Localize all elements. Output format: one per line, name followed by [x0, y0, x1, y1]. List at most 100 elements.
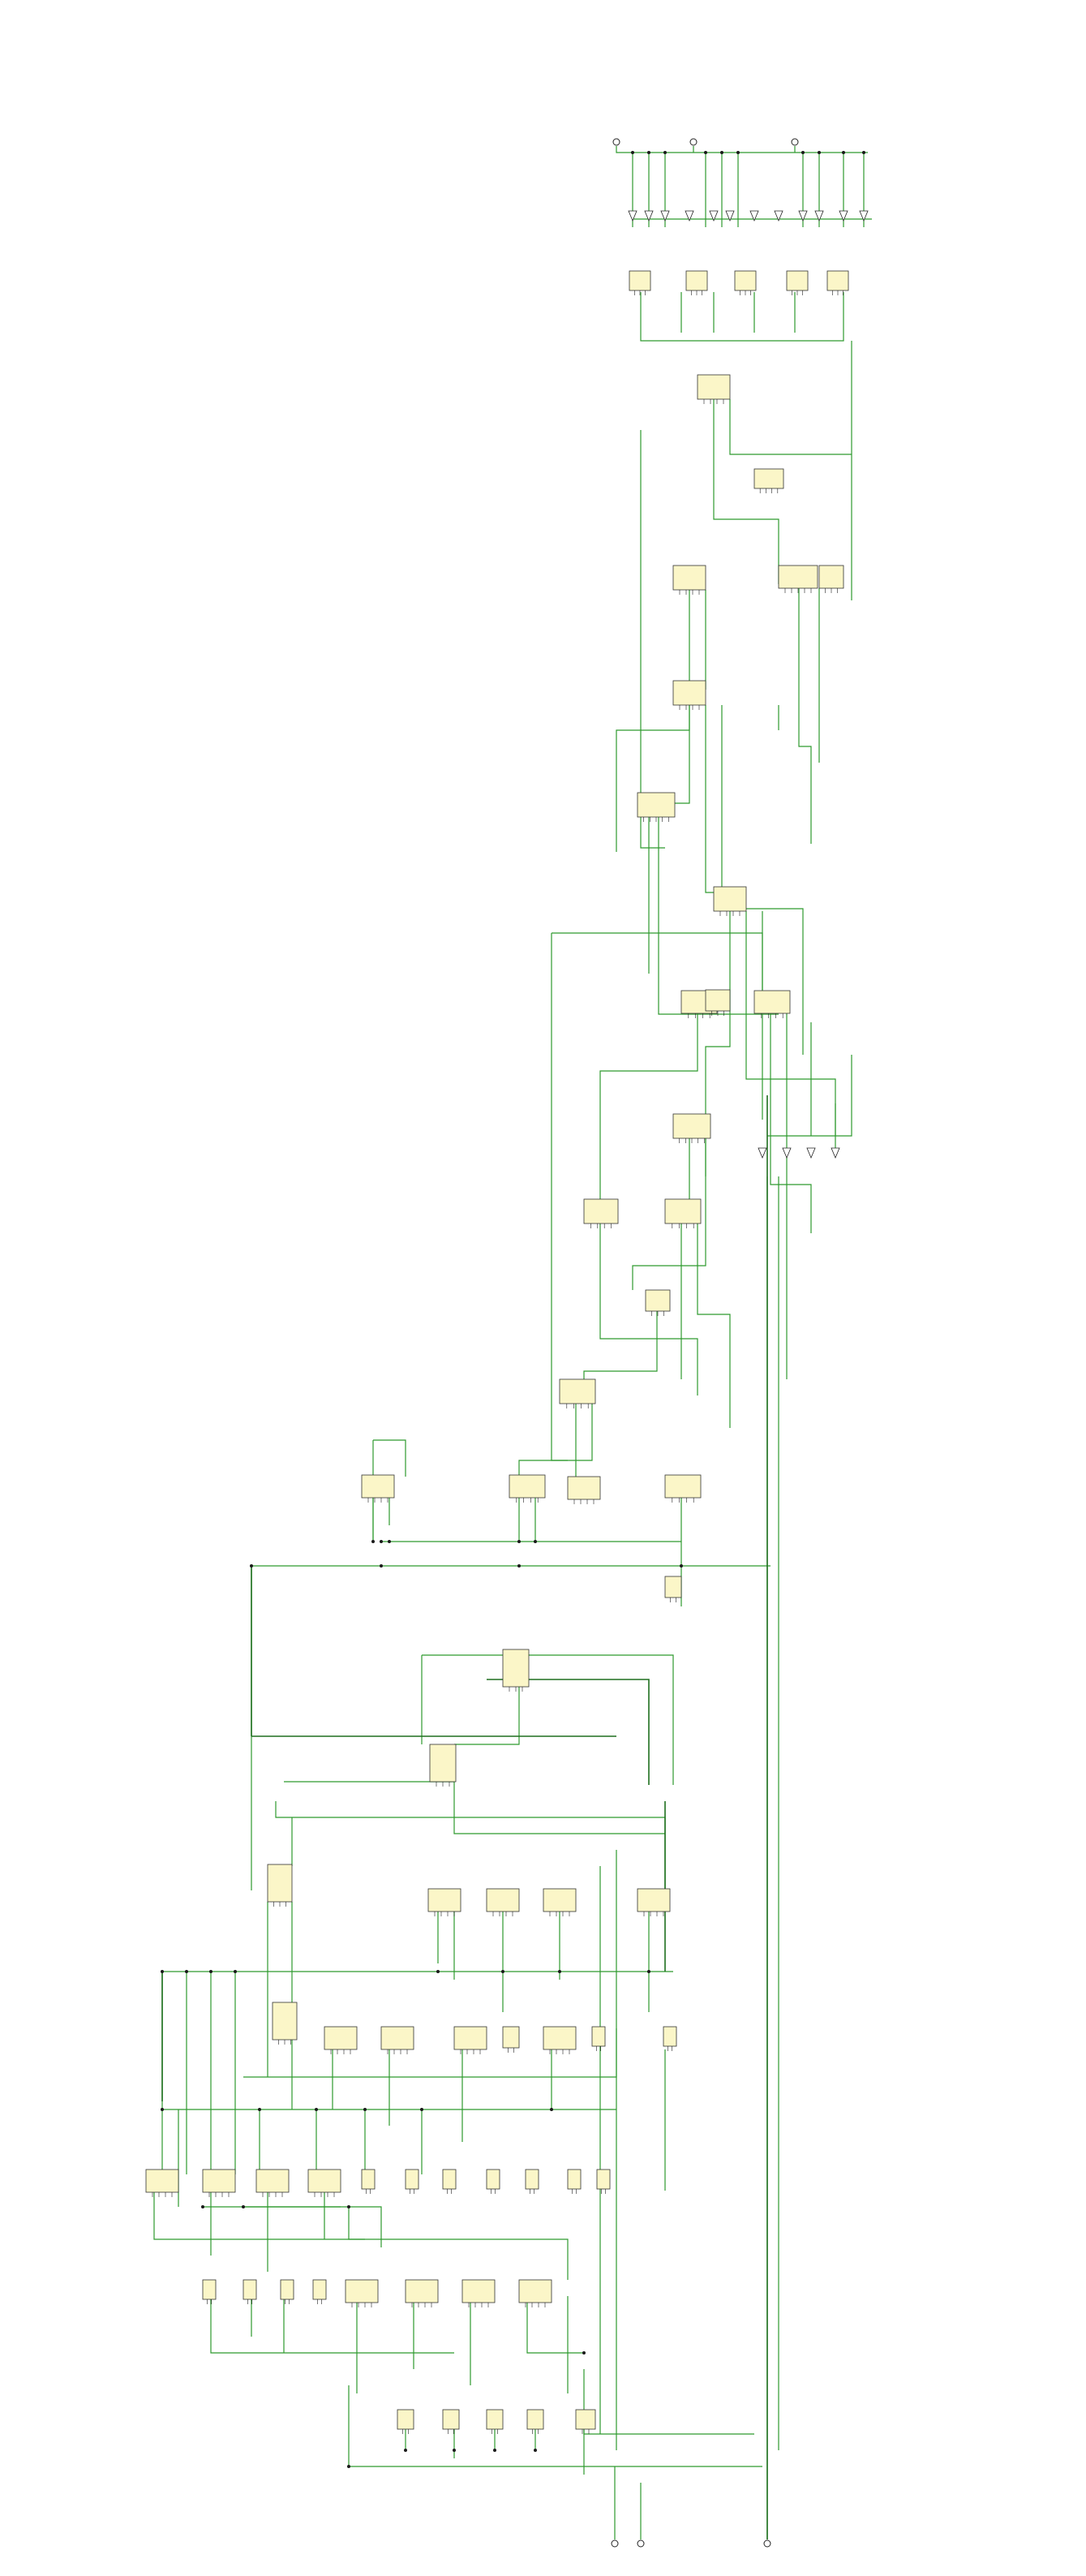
function-block[interactable]	[380, 2026, 414, 2054]
io-port-circle[interactable]	[611, 2539, 619, 2548]
function-block[interactable]	[243, 2279, 257, 2304]
function-block[interactable]	[778, 565, 818, 593]
function-block[interactable]	[567, 1476, 601, 1504]
function-block-body[interactable]	[672, 680, 706, 706]
function-block-body[interactable]	[397, 2409, 414, 2430]
function-block[interactable]	[202, 2279, 217, 2304]
function-block-body[interactable]	[405, 2169, 419, 2190]
function-block[interactable]	[753, 468, 784, 493]
function-block-body[interactable]	[591, 2026, 606, 2047]
function-block[interactable]	[518, 2279, 552, 2307]
function-block-body[interactable]	[486, 2409, 504, 2430]
function-block-body[interactable]	[427, 1888, 461, 1912]
function-block-body[interactable]	[583, 1198, 619, 1224]
function-block[interactable]	[461, 2279, 496, 2307]
function-block[interactable]	[734, 270, 757, 295]
function-block[interactable]	[312, 2279, 327, 2304]
io-port[interactable]	[791, 138, 799, 146]
function-block-body[interactable]	[518, 2279, 552, 2303]
function-block[interactable]	[525, 2169, 539, 2194]
function-block-body[interactable]	[526, 2409, 544, 2430]
function-block[interactable]	[145, 2169, 179, 2197]
function-block[interactable]	[429, 1744, 457, 1787]
function-block[interactable]	[672, 565, 706, 595]
logic-gate-icon[interactable]	[806, 1147, 816, 1159]
function-block[interactable]	[361, 1474, 395, 1503]
function-block[interactable]	[526, 2409, 544, 2434]
function-block[interactable]	[442, 2169, 457, 2194]
function-block[interactable]	[672, 1113, 711, 1143]
function-block[interactable]	[397, 2409, 414, 2434]
logic-gate-icon[interactable]	[859, 210, 869, 222]
function-block-body[interactable]	[453, 2026, 487, 2050]
io-port-circle[interactable]	[763, 2539, 771, 2548]
function-block[interactable]	[486, 1888, 520, 1916]
logic-gate-icon[interactable]	[685, 210, 694, 222]
function-block-body[interactable]	[324, 2026, 358, 2050]
function-block-body[interactable]	[705, 989, 731, 1012]
function-block[interactable]	[405, 2279, 439, 2307]
io-port[interactable]	[763, 2539, 771, 2548]
function-block[interactable]	[685, 270, 708, 295]
function-block-body[interactable]	[786, 270, 809, 291]
function-block[interactable]	[645, 1289, 671, 1316]
logic-gate-icon[interactable]	[758, 1147, 767, 1159]
function-block-body[interactable]	[405, 2279, 439, 2303]
logic-gate-icon[interactable]	[725, 210, 735, 222]
function-block-body[interactable]	[361, 1474, 395, 1499]
function-block[interactable]	[324, 2026, 358, 2054]
function-block-body[interactable]	[380, 2026, 414, 2050]
function-block[interactable]	[637, 792, 676, 822]
function-block-body[interactable]	[685, 270, 708, 291]
function-block-body[interactable]	[429, 1744, 457, 1783]
function-block-body[interactable]	[202, 2279, 217, 2300]
function-block-body[interactable]	[272, 2002, 298, 2041]
function-block-body[interactable]	[664, 1576, 682, 1598]
function-block[interactable]	[543, 1888, 577, 1916]
function-block[interactable]	[361, 2169, 376, 2194]
function-block-body[interactable]	[361, 2169, 376, 2190]
function-block-body[interactable]	[672, 1113, 711, 1139]
function-block[interactable]	[629, 270, 651, 295]
function-block-body[interactable]	[567, 1476, 601, 1500]
function-block-body[interactable]	[818, 565, 844, 589]
function-block[interactable]	[697, 374, 731, 404]
function-block[interactable]	[664, 1198, 702, 1228]
logic-gate-icon[interactable]	[814, 210, 824, 222]
logic-gate-icon[interactable]	[749, 210, 759, 222]
function-block-body[interactable]	[778, 565, 818, 589]
function-block[interactable]	[664, 1576, 682, 1602]
function-block-body[interactable]	[753, 468, 784, 489]
function-block-body[interactable]	[637, 792, 676, 818]
function-block[interactable]	[705, 989, 731, 1016]
function-block[interactable]	[307, 2169, 341, 2197]
function-block-body[interactable]	[645, 1289, 671, 1312]
io-port-circle[interactable]	[637, 2539, 645, 2548]
logic-gate-icon[interactable]	[660, 210, 670, 222]
function-block[interactable]	[664, 1474, 702, 1503]
function-block-body[interactable]	[502, 1649, 530, 1688]
function-block-body[interactable]	[442, 2409, 460, 2430]
function-block[interactable]	[502, 1649, 530, 1692]
function-block[interactable]	[543, 2026, 577, 2054]
logic-gate-icon[interactable]	[839, 210, 848, 222]
function-block-body[interactable]	[697, 374, 731, 400]
function-block[interactable]	[591, 2026, 606, 2051]
io-port[interactable]	[612, 138, 620, 146]
function-block-body[interactable]	[255, 2169, 290, 2193]
function-block[interactable]	[486, 2169, 500, 2194]
function-block[interactable]	[509, 1474, 546, 1503]
logic-gate-icon[interactable]	[782, 1147, 792, 1159]
function-block-body[interactable]	[502, 2026, 520, 2049]
function-block-body[interactable]	[713, 886, 747, 912]
function-block-body[interactable]	[734, 270, 757, 291]
function-block-body[interactable]	[567, 2169, 582, 2190]
function-block-body[interactable]	[202, 2169, 236, 2193]
function-block[interactable]	[818, 565, 844, 593]
function-block[interactable]	[559, 1378, 596, 1408]
logic-gate-icon[interactable]	[774, 210, 783, 222]
function-block[interactable]	[453, 2026, 487, 2054]
function-block[interactable]	[663, 2026, 677, 2051]
io-port-circle[interactable]	[612, 138, 620, 146]
function-block-body[interactable]	[486, 1888, 520, 1912]
